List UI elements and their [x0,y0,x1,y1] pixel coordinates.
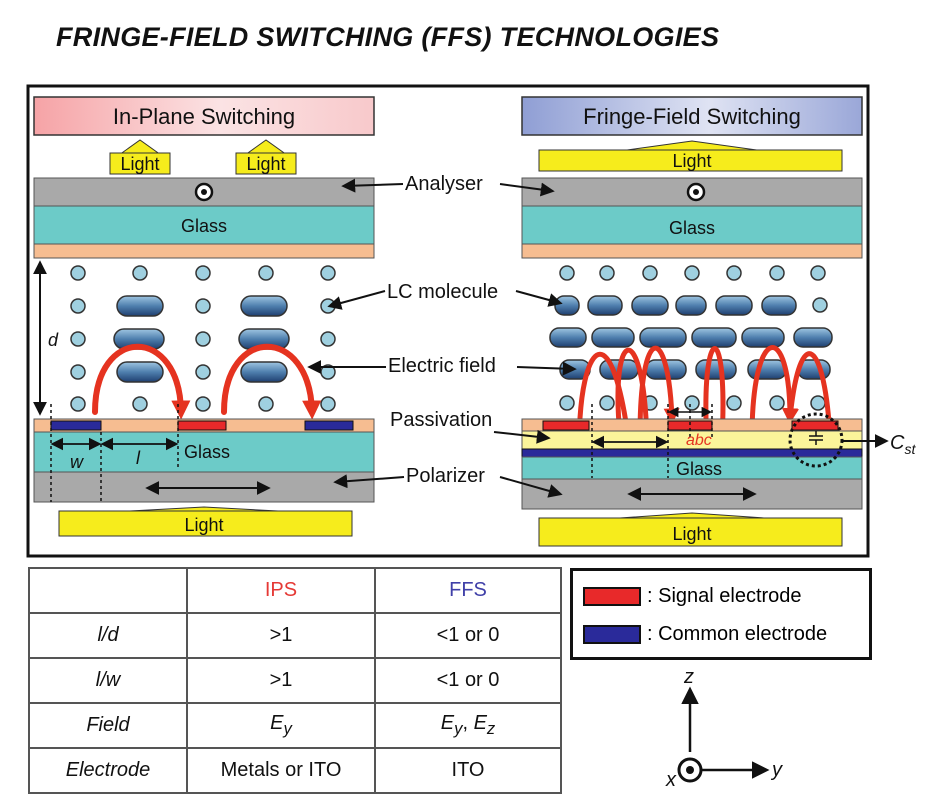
ips-w-label: w [70,452,84,472]
ips-light-top-1-label: Light [120,154,159,174]
legend-item-signal: : Signal electrode [583,585,802,608]
table-header-ffs: FFS [374,567,562,614]
table-cell-ips: >1 [186,657,376,704]
ips-dotted-guides [50,404,179,502]
ips-top-glass [33,205,375,245]
comparison-table: IPS FFS l/d >1 <1 or 0 l/w >1 <1 or 0 Fi… [28,567,562,794]
ffs-top-orange-layer [521,243,863,259]
table-cell-ips: >1 [186,612,376,659]
table-row-label: Electrode [28,747,188,794]
table-cell-ffs: ITO [374,747,562,794]
legend-signal-label: : Signal electrode [647,585,802,607]
coordinate-axes: z y x [665,666,783,791]
ips-lc-molecules [70,265,336,412]
ips-bottom-glass-label: Glass [184,442,230,462]
ips-d-label: d [48,330,59,350]
table-header-row: IPS FFS [28,567,562,614]
ips-top-orange-layer [33,243,375,259]
ffs-signal-electrode-1 [542,420,590,431]
ips-top-glass-label: Glass [181,216,227,236]
legend-common-label: : Common electrode [647,623,828,645]
table-row-label: Field [28,702,188,749]
table-row: Electrode Metals or ITO ITO [28,747,562,794]
ffs-top-glass-label: Glass [669,218,715,238]
ips-header-box [33,96,375,136]
common-electrode-swatch [583,625,641,644]
ffs-bottom-light-arrow: Light [538,512,843,547]
ffs-top-glass [521,205,863,245]
ffs-abc-label: abc [686,432,712,449]
table-cell-ffs: <1 or 0 [374,657,562,704]
axis-z-label: z [683,666,694,688]
ips-signal-electrode [177,420,227,431]
table-cell-ips: Metals or ITO [186,747,376,794]
ffs-electric-field-arrows [577,345,833,447]
ffs-top-light-arrow: Light [538,140,843,172]
ffs-capacitor-icon [809,431,823,445]
diagram-frame [26,84,870,558]
axis-y-label: y [770,759,783,781]
ips-polarization-dot-icon [194,182,214,202]
ffs-polarization-dot-icon [686,182,706,202]
legend-item-common: : Common electrode [583,623,827,646]
table-cell-ffs: <1 or 0 [374,612,562,659]
ffs-header-label: Fringe-Field Switching [583,104,801,129]
table-row: l/d >1 <1 or 0 [28,612,562,659]
ips-header-label: In-Plane Switching [113,104,295,129]
table-row-label: l/w [28,657,188,704]
ffs-light-top-label: Light [672,151,711,171]
table-header-ips: IPS [186,567,376,614]
ips-top-light-arrow-2: Light [235,139,297,175]
callouts: Analyser LC molecule Electric field Pass… [307,173,577,498]
figure-title: FRINGE-FIELD SWITCHING (FFS) TECHNOLOGIE… [56,22,720,52]
axis-x-label: x [665,769,677,791]
ffs-header-box [521,96,863,136]
ffs-common-electrode [521,448,863,458]
callout-lc-molecule-label: LC molecule [387,281,498,303]
ffs-signal-electrode-3 [791,420,839,431]
ips-bottom-light-arrow: Light [58,506,353,537]
ips-light-top-2-label: Light [246,154,285,174]
electrode-legend: : Signal electrode : Common electrode [570,568,872,660]
callout-passivation-label: Passivation [390,409,492,431]
ffs-cst-label: Cst [890,432,916,457]
table-header-blank [28,567,188,614]
ips-common-electrode-2 [304,420,354,431]
ffs-light-bottom-label: Light [672,524,711,544]
ips-common-electrode-1 [50,420,102,431]
ips-electric-field-arrows [92,343,322,420]
ips-l-label: l [136,448,141,468]
table-row: Field Ey Ey, Ez [28,702,562,749]
ffs-bottom-glass-label: Glass [676,459,722,479]
table-row-label: l/d [28,612,188,659]
table-cell-ffs: Ey, Ez [374,702,562,749]
signal-electrode-swatch [583,587,641,606]
callout-electric-field-label: Electric field [388,355,496,377]
ips-top-light-arrow-1: Light [109,139,171,175]
ffs-panel: Fringe-Field Switching Light Glass [521,96,916,547]
callout-analyser-label: Analyser [405,173,483,195]
ips-light-bottom-label: Light [184,515,223,535]
callout-polarizer-label: Polarizer [406,465,485,487]
ips-panel: In-Plane Switching Light Light Glass d [33,96,375,537]
table-row: l/w >1 <1 or 0 [28,657,562,704]
table-cell-ips: Ey [186,702,376,749]
